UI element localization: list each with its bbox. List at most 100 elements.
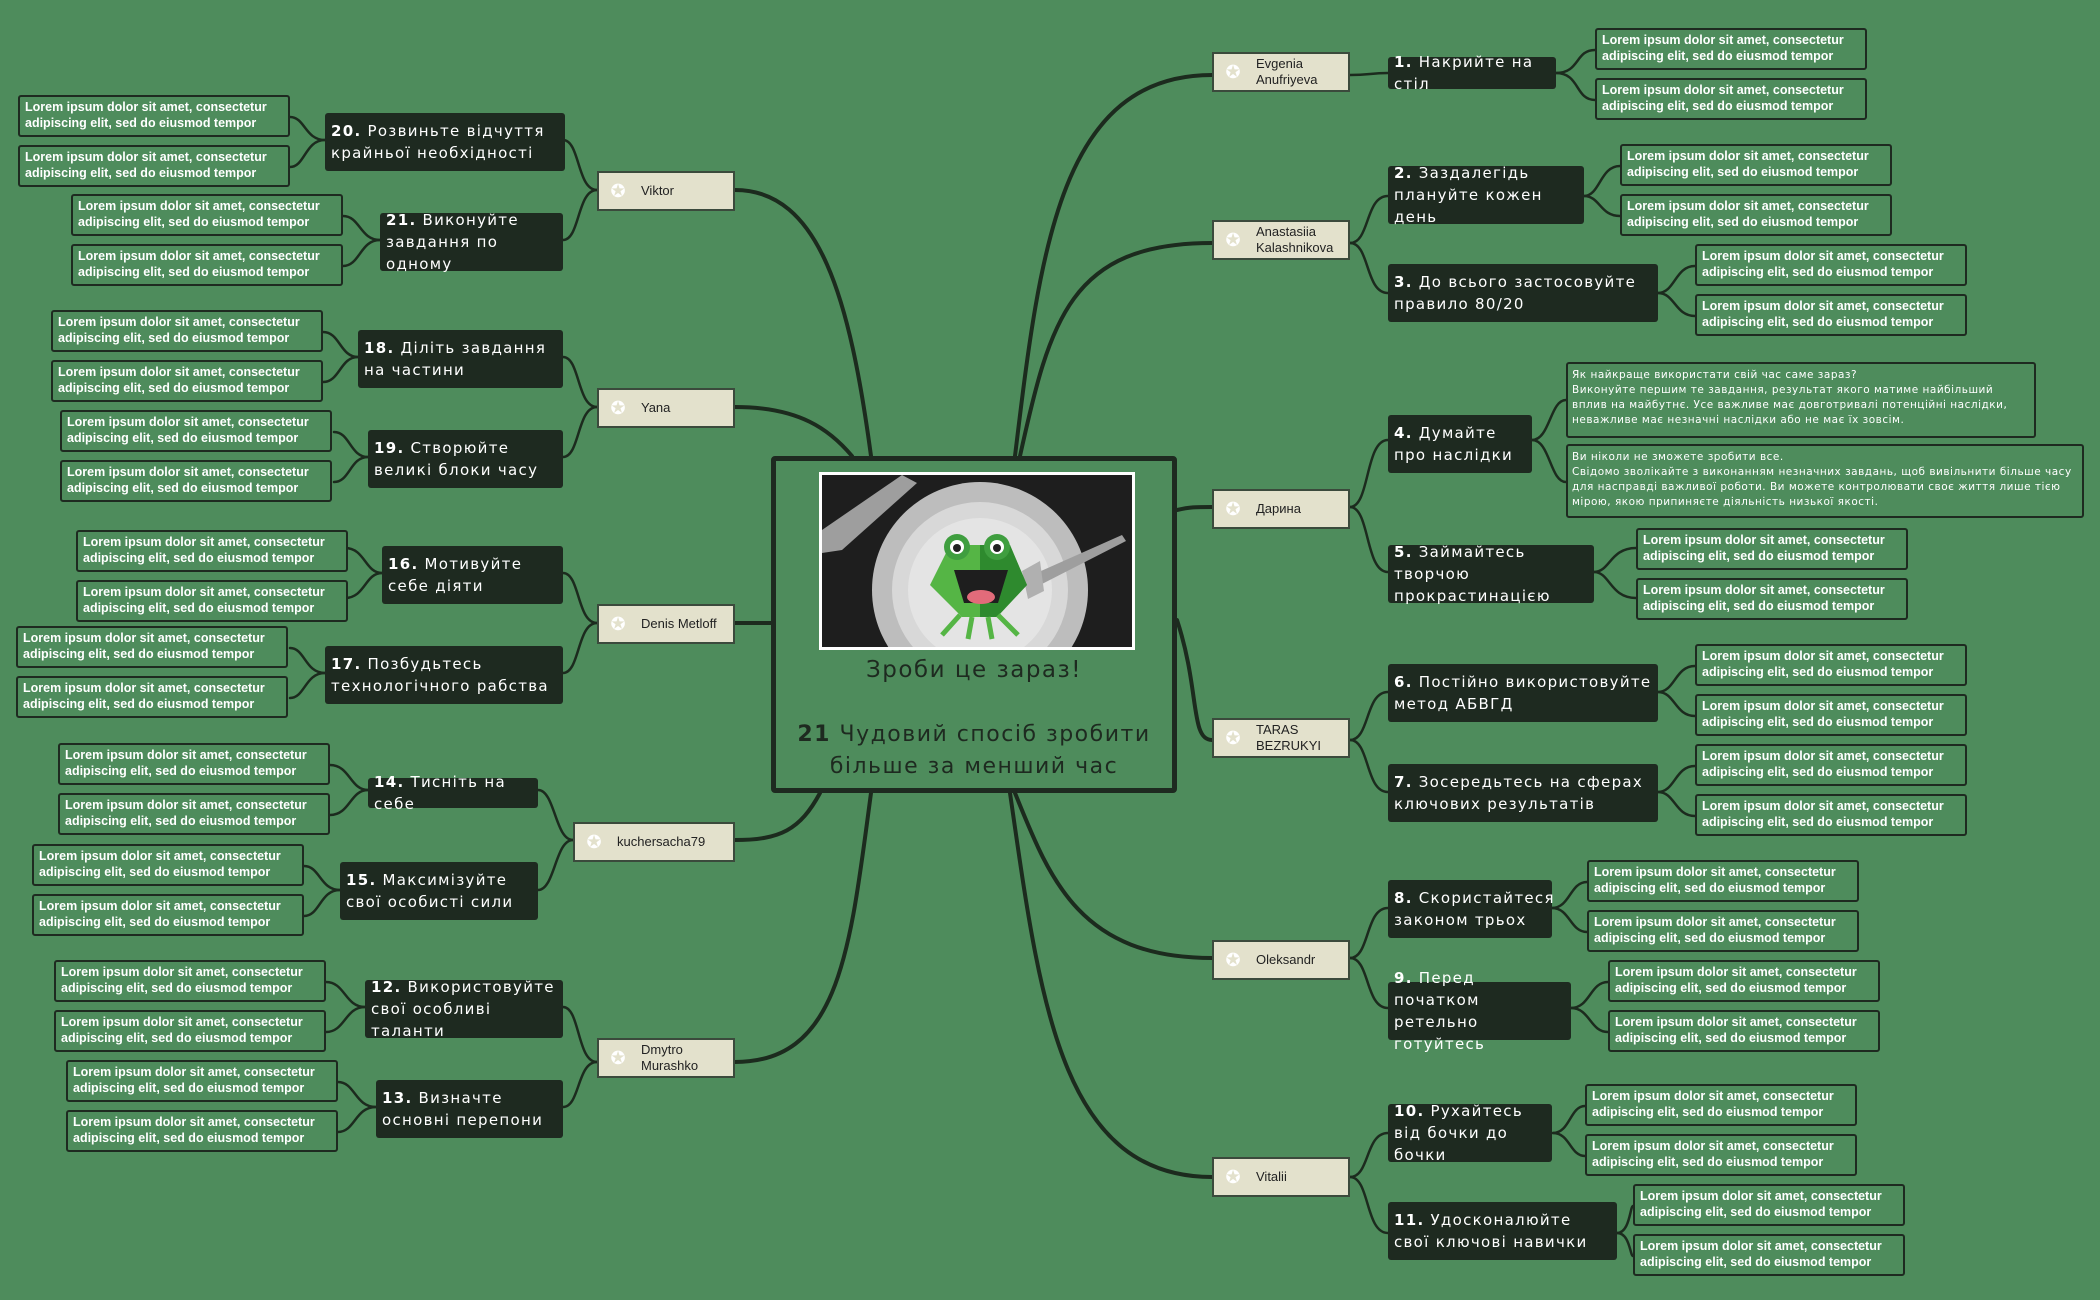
lorem-note[interactable]: Lorem ipsum dolor sit amet, consectetur …	[66, 1060, 338, 1102]
lorem-note[interactable]: Lorem ipsum dolor sit amet, consectetur …	[60, 410, 332, 452]
lorem-note[interactable]: Lorem ipsum dolor sit amet, consectetur …	[51, 310, 323, 352]
topic-number: 3.	[1394, 273, 1413, 291]
author-node[interactable]: ✪kuchersacha79	[573, 822, 735, 862]
lorem-note[interactable]: Lorem ipsum dolor sit amet, consectetur …	[1585, 1134, 1857, 1176]
star-badge-icon: ✪	[1225, 230, 1241, 250]
author-node[interactable]: ✪Dmytro Murashko	[597, 1038, 735, 1078]
lorem-note[interactable]: Lorem ipsum dolor sit amet, consectetur …	[51, 360, 323, 402]
lorem-note[interactable]: Lorem ipsum dolor sit amet, consectetur …	[32, 844, 304, 886]
lorem-note[interactable]: Lorem ipsum dolor sit amet, consectetur …	[1695, 694, 1967, 736]
lorem-note[interactable]: Lorem ipsum dolor sit amet, consectetur …	[1587, 910, 1859, 952]
lorem-note[interactable]: Lorem ipsum dolor sit amet, consectetur …	[1608, 960, 1880, 1002]
lorem-note[interactable]: Lorem ipsum dolor sit amet, consectetur …	[1608, 1010, 1880, 1052]
topic-text: Тисніть на себе	[374, 773, 506, 813]
topic-number: 16.	[388, 555, 419, 573]
author-name: Oleksandr	[1256, 952, 1316, 967]
topic-text: Накрийте на стіл	[1394, 53, 1534, 93]
star-badge-icon: ✪	[1225, 1167, 1241, 1187]
author-node[interactable]: ✪Viktor	[597, 171, 735, 211]
lorem-note[interactable]: Lorem ipsum dolor sit amet, consectetur …	[1695, 744, 1967, 786]
lorem-note[interactable]: Lorem ipsum dolor sit amet, consectetur …	[76, 580, 348, 622]
lorem-note[interactable]: Lorem ipsum dolor sit amet, consectetur …	[18, 145, 290, 187]
topic-node[interactable]: 5.Займайтесь творчою прокрастинацією	[1388, 543, 1594, 605]
topic-node[interactable]: 2.Заздалегідь плануйте кожен день	[1388, 164, 1584, 226]
author-node[interactable]: ✪TARAS BEZRUKYI	[1212, 718, 1350, 758]
lorem-note[interactable]: Lorem ipsum dolor sit amet, consectetur …	[60, 460, 332, 502]
topic-node[interactable]: 20.Розвиньте відчуття крайньої необхідно…	[325, 113, 565, 171]
topic-node[interactable]: 3.До всього застосовуйте правило 80/20	[1388, 264, 1658, 322]
lorem-note[interactable]: Lorem ipsum dolor sit amet, consectetur …	[1585, 1084, 1857, 1126]
explanation-note[interactable]: Як найкраще використати свій час саме за…	[1566, 362, 2036, 438]
author-node[interactable]: ✪Yana	[597, 388, 735, 428]
lorem-note[interactable]: Lorem ipsum dolor sit amet, consectetur …	[1636, 578, 1908, 620]
topic-number: 6.	[1394, 673, 1413, 691]
author-name: Evgenia Anufriyeva	[1256, 56, 1318, 87]
author-name: Yana	[641, 400, 671, 415]
central-topic[interactable]: Зроби це зараз! 21 Чудовий спосіб зробит…	[771, 456, 1177, 793]
topic-number: 18.	[364, 339, 395, 357]
topic-node[interactable]: 1.Накрийте на стіл	[1388, 53, 1556, 93]
topic-node[interactable]: 10.Рухайтесь від бочки до бочки	[1388, 1102, 1552, 1164]
lorem-note[interactable]: Lorem ipsum dolor sit amet, consectetur …	[71, 194, 343, 236]
lorem-note[interactable]: Lorem ipsum dolor sit amet, consectetur …	[71, 244, 343, 286]
topic-node[interactable]: 6.Постійно використовуйте метод АБВГД	[1388, 664, 1658, 722]
topic-text: До всього застосовуйте правило 80/20	[1394, 273, 1637, 313]
lorem-note[interactable]: Lorem ipsum dolor sit amet, consectetur …	[1636, 528, 1908, 570]
star-badge-icon: ✪	[1225, 950, 1241, 970]
lorem-note[interactable]: Lorem ipsum dolor sit amet, consectetur …	[58, 743, 330, 785]
topic-text: Зосередьтесь на сферах ключових результа…	[1394, 773, 1644, 813]
topic-number: 7.	[1394, 773, 1413, 791]
lorem-note[interactable]: Lorem ipsum dolor sit amet, consectetur …	[1595, 78, 1867, 120]
topic-node[interactable]: 8.Скористайтеся законом трьох	[1388, 880, 1553, 938]
lorem-note[interactable]: Lorem ipsum dolor sit amet, consectetur …	[1695, 244, 1967, 286]
author-node[interactable]: ✪Vitalii	[1212, 1157, 1350, 1197]
topic-node[interactable]: 18.Діліть завдання на частини	[358, 330, 563, 388]
lorem-note[interactable]: Lorem ipsum dolor sit amet, consectetur …	[1633, 1184, 1905, 1226]
lorem-note[interactable]: Lorem ipsum dolor sit amet, consectetur …	[66, 1110, 338, 1152]
topic-number: 11.	[1394, 1211, 1425, 1229]
topic-text: Заздалегідь плануйте кожен день	[1394, 164, 1543, 226]
lorem-note[interactable]: Lorem ipsum dolor sit amet, consectetur …	[32, 894, 304, 936]
lorem-note[interactable]: Lorem ipsum dolor sit amet, consectetur …	[1620, 144, 1892, 186]
lorem-note[interactable]: Lorem ipsum dolor sit amet, consectetur …	[18, 95, 290, 137]
lorem-note[interactable]: Lorem ipsum dolor sit amet, consectetur …	[1633, 1234, 1905, 1276]
topic-node[interactable]: 17.Позбудьтесь технологічного рабства	[325, 646, 563, 704]
topic-node[interactable]: 15.Максимізуйте свої особисті сили	[340, 862, 538, 920]
lorem-note[interactable]: Lorem ipsum dolor sit amet, consectetur …	[1587, 860, 1859, 902]
topic-node[interactable]: 14.Тисніть на себе	[368, 773, 538, 813]
topic-node[interactable]: 7.Зосередьтесь на сферах ключових резуль…	[1388, 764, 1658, 822]
topic-node[interactable]: 12.Використовуйте свої особливі таланти	[365, 978, 563, 1040]
author-node[interactable]: ✪Evgenia Anufriyeva	[1212, 52, 1350, 92]
topic-node[interactable]: 21.Виконуйте завдання по одному	[380, 211, 563, 273]
lorem-note[interactable]: Lorem ipsum dolor sit amet, consectetur …	[16, 626, 288, 668]
lorem-note[interactable]: Lorem ipsum dolor sit amet, consectetur …	[1695, 294, 1967, 336]
topic-node[interactable]: 4.Думайте про наслідки	[1388, 415, 1532, 473]
topic-text: Діліть завдання на частини	[364, 339, 547, 379]
topic-node[interactable]: 19.Створюйте великі блоки часу	[368, 430, 563, 488]
star-badge-icon: ✪	[1225, 728, 1241, 748]
topic-node[interactable]: 13.Визначте основні перепони	[376, 1080, 563, 1138]
topic-text: Думайте про наслідки	[1394, 424, 1514, 464]
lorem-note[interactable]: Lorem ipsum dolor sit amet, consectetur …	[54, 960, 326, 1002]
author-node[interactable]: ✪ Oleksandr	[1212, 940, 1350, 980]
lorem-note[interactable]: Lorem ipsum dolor sit amet, consectetur …	[76, 530, 348, 572]
topic-number: 5.	[1394, 543, 1413, 561]
author-node[interactable]: ✪Denis Metloff	[597, 604, 735, 644]
lorem-note[interactable]: Lorem ipsum dolor sit amet, consectetur …	[54, 1010, 326, 1052]
topic-number: 15.	[346, 871, 377, 889]
topic-text: Виконуйте завдання по одному	[386, 211, 519, 273]
lorem-note[interactable]: Lorem ipsum dolor sit amet, consectetur …	[1595, 28, 1867, 70]
author-node[interactable]: ✪Дарина	[1212, 489, 1350, 529]
topic-node[interactable]: 16.Мотивуйте себе діяти	[382, 546, 563, 604]
author-node[interactable]: ✪Anastasiia Kalashnikova	[1212, 220, 1350, 260]
topic-text: Перед початком ретельно готуйтесь	[1394, 969, 1486, 1053]
topic-node[interactable]: 9.Перед початком ретельно готуйтесь	[1388, 969, 1571, 1053]
lorem-note[interactable]: Lorem ipsum dolor sit amet, consectetur …	[58, 793, 330, 835]
topic-node[interactable]: 11.Удосконалюйте свої ключові навички	[1388, 1202, 1617, 1260]
explanation-note[interactable]: Ви ніколи не зможете зробити все. Свідом…	[1566, 444, 2084, 518]
lorem-note[interactable]: Lorem ipsum dolor sit amet, consectetur …	[1620, 194, 1892, 236]
lorem-note[interactable]: Lorem ipsum dolor sit amet, consectetur …	[1695, 794, 1967, 836]
lorem-note[interactable]: Lorem ipsum dolor sit amet, consectetur …	[16, 676, 288, 718]
lorem-note[interactable]: Lorem ipsum dolor sit amet, consectetur …	[1695, 644, 1967, 686]
